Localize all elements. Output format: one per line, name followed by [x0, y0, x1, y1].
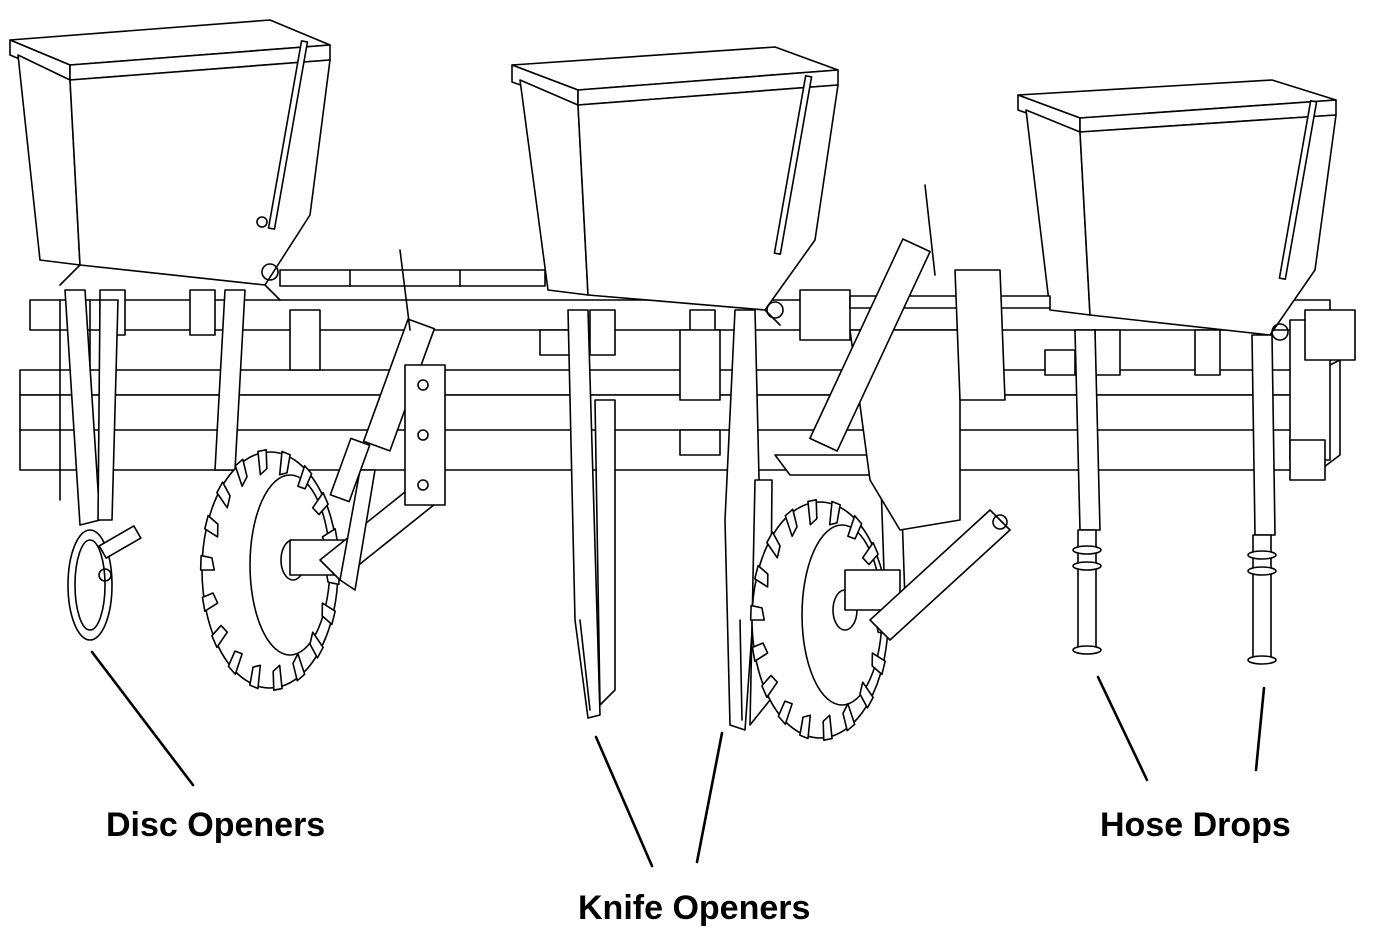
press-wheel-2	[751, 185, 1010, 740]
toolbar-frame	[20, 300, 1340, 500]
leader-knife-openers-1	[596, 737, 652, 866]
tread-lug	[872, 653, 885, 674]
tread-lug	[273, 665, 282, 690]
mounting-brackets	[100, 290, 1220, 455]
tread-lug	[860, 682, 873, 708]
tread-lug	[863, 543, 878, 565]
tread-lug	[202, 593, 217, 611]
tread-lug	[201, 556, 215, 570]
tread-lug	[848, 516, 862, 539]
tread-lug	[205, 516, 218, 537]
disc-openers-label: Disc Openers	[106, 806, 326, 844]
leader-lines	[92, 652, 1264, 866]
tread-lug	[823, 715, 832, 740]
tread-lug	[830, 501, 840, 524]
tread-lug	[298, 466, 312, 489]
press-wheel-1	[201, 250, 445, 690]
tread-lug	[280, 451, 290, 474]
tread-lug	[235, 459, 247, 486]
tread-lug	[785, 509, 797, 536]
tread-lug	[217, 482, 230, 508]
tread-lug	[258, 450, 267, 475]
tread-lug	[310, 632, 323, 658]
knife-openers-label: Knife Openers	[578, 889, 811, 927]
hose-drops-label: Hose Drops	[1100, 806, 1291, 844]
tread-lug	[767, 532, 780, 558]
seed-hopper-2	[512, 47, 850, 340]
knife-opener-2	[725, 310, 772, 730]
leader-disc-openers	[92, 652, 193, 785]
leader-hose-drops-1	[1098, 677, 1147, 780]
tread-lug	[250, 665, 260, 688]
leader-hose-drops-2	[1256, 688, 1264, 770]
tread-lug	[293, 654, 305, 681]
tread-lug	[808, 500, 817, 525]
tread-lug	[313, 493, 328, 515]
hose-drop-1	[1073, 330, 1101, 654]
tread-lug	[778, 701, 792, 724]
knife-opener-1	[568, 310, 615, 718]
tread-lug	[752, 643, 767, 661]
tread-lug	[843, 704, 855, 731]
seed-hopper-1	[10, 20, 330, 300]
tread-lug	[212, 625, 227, 647]
tread-lug	[762, 675, 777, 697]
hose-drop-2	[1248, 335, 1276, 664]
tread-lug	[751, 606, 765, 620]
tread-lug	[228, 651, 242, 674]
disc-opener	[65, 290, 141, 640]
leader-knife-openers-2	[697, 733, 722, 862]
tread-lug	[755, 566, 768, 587]
tread-lug	[322, 603, 335, 624]
seed-hopper-3	[1018, 80, 1355, 360]
tread-lug	[800, 715, 810, 738]
